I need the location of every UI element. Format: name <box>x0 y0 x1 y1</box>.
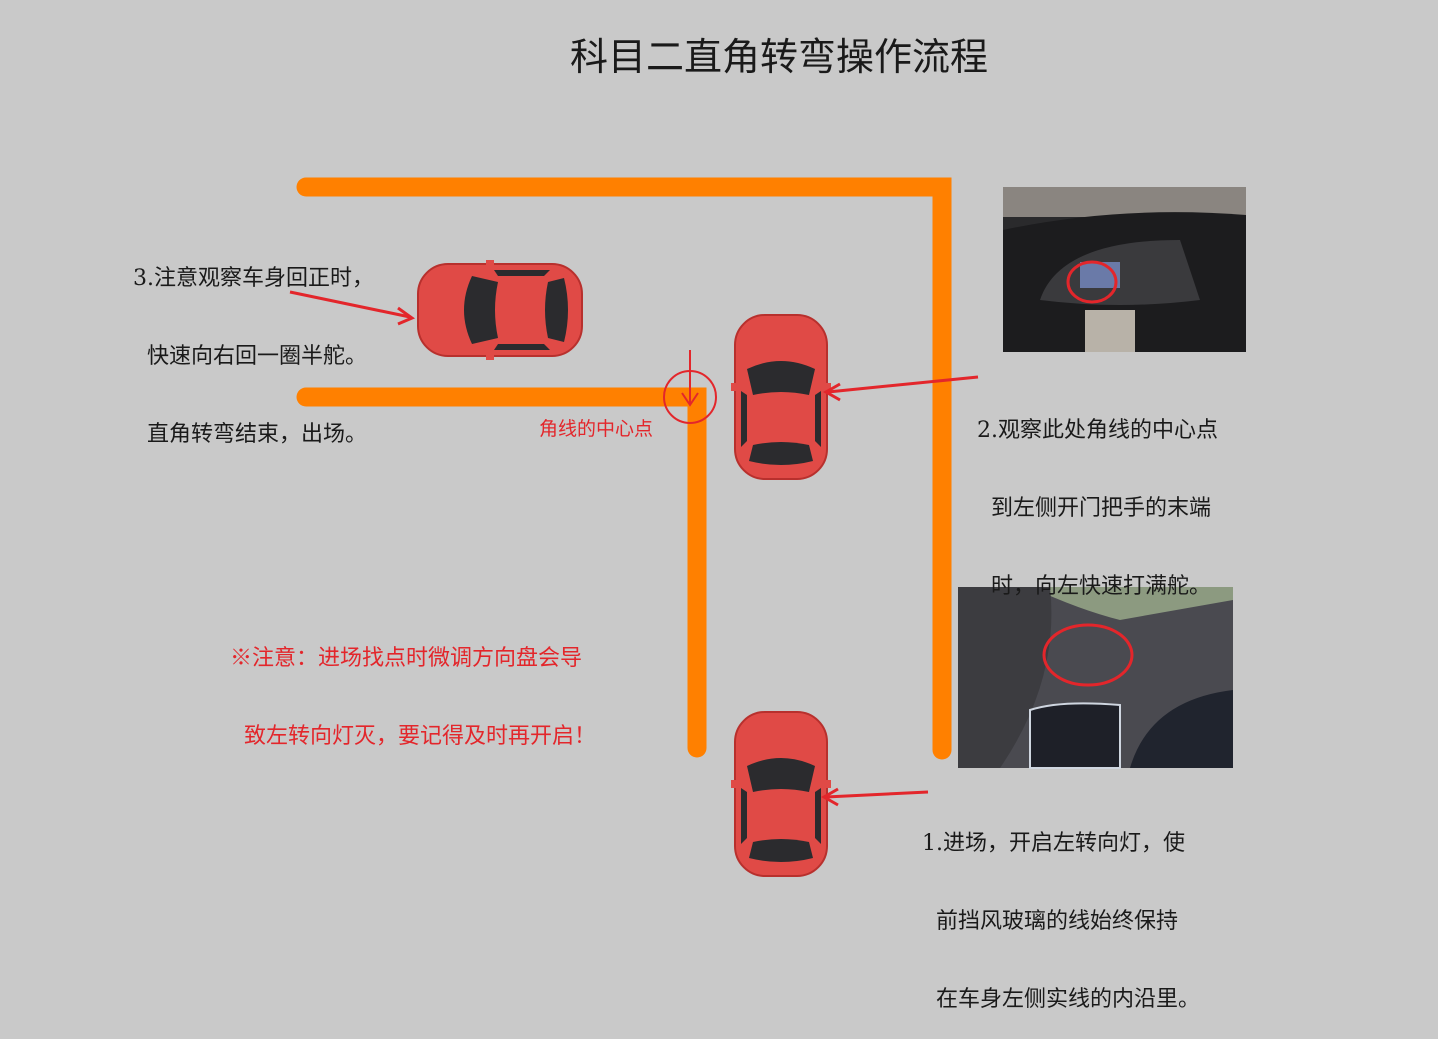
note-line: 前挡风玻璃的线始终保持 <box>922 909 1178 934</box>
lane-lines <box>296 177 952 760</box>
step-2-note: 2.观察此处角线的中心点 到左侧开门把手的末端 时，向左快速打满舵。 <box>977 366 1218 626</box>
pointer-arrows <box>289 290 979 807</box>
step-1-note: 1.进场，开启左转向灯，使 前挡风玻璃的线始终保持 在车身左侧实线的内沿里。 <box>922 779 1200 1039</box>
windshield-photo <box>958 587 1233 769</box>
step-3-note: 3.注意观察车身回正时， 快速向右回一圈半舵。 直角转弯结束，出场。 <box>133 214 374 474</box>
car-exiting <box>417 260 583 360</box>
warning-note: ※注意：进场找点时微调方向盘会导 致左转向灯灭，要记得及时再开启！ <box>230 594 596 776</box>
corner-center-label: 角线的中心点 <box>539 418 654 440</box>
note-line: 2.观察此处角线的中心点 <box>977 418 1218 443</box>
note-line: 快速向右回一圈半舵。 <box>133 344 367 369</box>
outer-lane-line <box>296 177 952 760</box>
note-line: 在车身左侧实线的内沿里。 <box>922 987 1200 1012</box>
note-line: 3.注意观察车身回正时， <box>133 266 374 291</box>
highlight-circle <box>1066 260 1118 304</box>
inner-lane-line <box>296 387 707 758</box>
note-line: 1.进场，开启左转向灯，使 <box>922 831 1185 856</box>
note-line: 到左侧开门把手的末端 <box>977 496 1211 521</box>
diagram-canvas <box>289 177 1246 877</box>
note-line: 时，向左快速打满舵。 <box>977 574 1211 599</box>
car-entering <box>731 711 831 877</box>
note-line: 致左转向灯灭，要记得及时再开启！ <box>230 724 596 749</box>
door-handle-photo <box>1003 187 1246 352</box>
car-turning <box>731 314 831 480</box>
highlight-circle <box>1042 623 1134 687</box>
note-line: 直角转弯结束，出场。 <box>133 422 367 447</box>
page-title: 科目二直角转弯操作流程 <box>569 35 988 79</box>
note-line: ※注意：进场找点时微调方向盘会导 <box>230 646 583 671</box>
corner-center-marker <box>663 350 717 424</box>
